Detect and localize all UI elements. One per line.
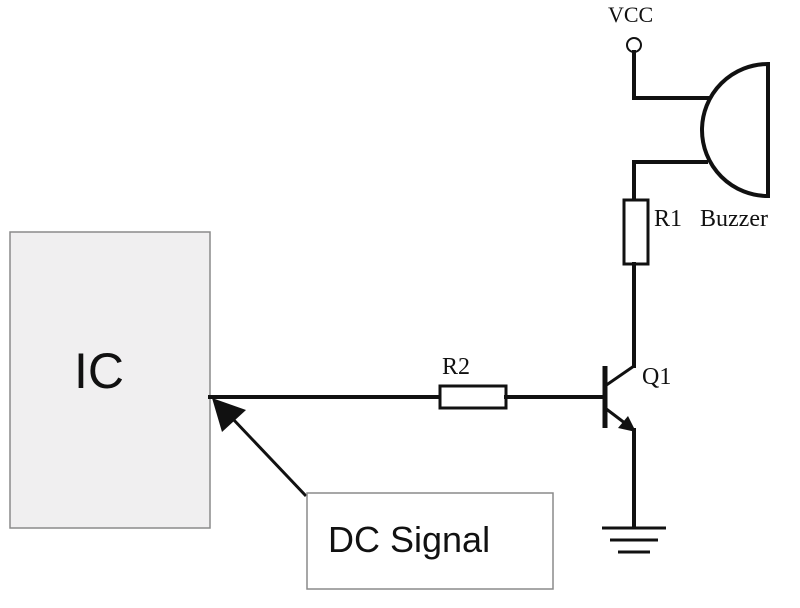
buzzer-label: Buzzer [700, 206, 768, 232]
r2-resistor [438, 384, 508, 410]
q1-collector [604, 364, 635, 388]
r1-resistor [622, 198, 650, 266]
dc-signal-label: DC Signal [328, 519, 490, 560]
r2-label: R2 [442, 354, 470, 380]
ic-label: IC [74, 343, 124, 399]
buzzer-symbol [700, 61, 770, 199]
ic-block [9, 231, 211, 529]
q1-emitter-arrow [618, 416, 636, 432]
dc-signal-box [306, 492, 554, 590]
vcc-terminal [626, 37, 642, 53]
dc-signal-arrow-line [230, 416, 308, 498]
dc-signal-arrow-head [212, 398, 246, 432]
vcc-label: VCC [608, 2, 653, 27]
r1-label: R1 [654, 206, 682, 232]
q1-label: Q1 [642, 364, 671, 390]
